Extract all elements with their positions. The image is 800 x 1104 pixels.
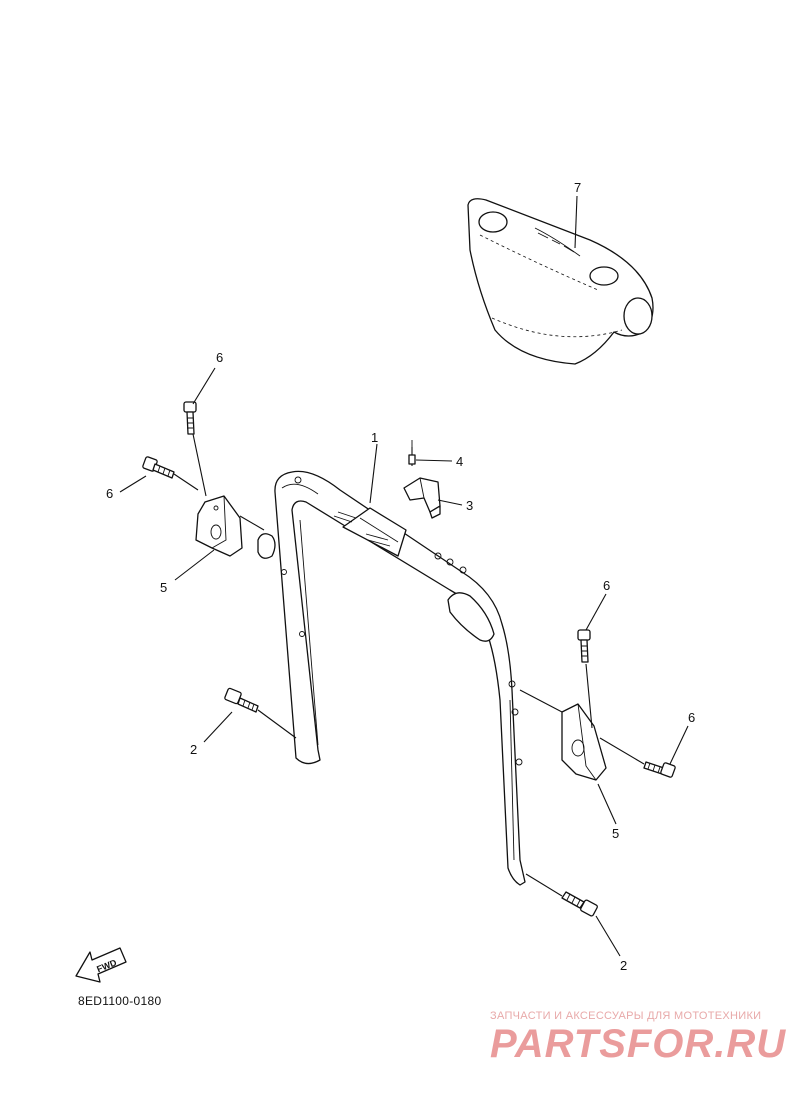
callout-6-lower-right: 6 — [688, 710, 695, 725]
callout-5-right: 5 — [612, 826, 619, 841]
fwd-arrow-icon: FWD — [75, 947, 127, 983]
callout-6-upper-right: 6 — [603, 578, 610, 593]
watermark-brand: PARTSFOR.RU — [490, 1022, 787, 1066]
part-6-bolt-upper-left[interactable] — [183, 401, 197, 435]
callout-1: 1 — [371, 430, 378, 445]
callout-3: 3 — [466, 498, 473, 513]
diagram-code: 8ED1100-0180 — [78, 994, 162, 1008]
part-2-bolt-left[interactable] — [224, 687, 259, 713]
part-1-frame-pipe[interactable] — [257, 470, 526, 886]
callout-6-mid-left: 6 — [106, 486, 113, 501]
watermark-tagline: ЗАПЧАСТИ И АКСЕССУАРЫ ДЛЯ МОТОТЕХНИКИ — [490, 1010, 762, 1022]
part-3-clip[interactable] — [403, 477, 441, 519]
part-5-bracket-right[interactable] — [561, 703, 607, 781]
callout-5-left: 5 — [160, 580, 167, 595]
part-6-bolt-upper-right[interactable] — [577, 629, 591, 663]
callout-2-left: 2 — [190, 742, 197, 757]
part-5-bracket-left[interactable] — [195, 495, 243, 557]
part-7-handlebar-pad[interactable] — [467, 198, 654, 365]
callout-7: 7 — [574, 180, 581, 195]
part-6-bolt-lower-right[interactable] — [643, 761, 676, 778]
callout-4: 4 — [456, 454, 463, 469]
part-6-bolt-mid-left[interactable] — [142, 456, 175, 479]
part-4-screw[interactable] — [408, 440, 416, 466]
callout-2-right: 2 — [620, 958, 627, 973]
part-2-bolt-right[interactable] — [561, 891, 598, 917]
callout-6-upper-left: 6 — [216, 350, 223, 365]
